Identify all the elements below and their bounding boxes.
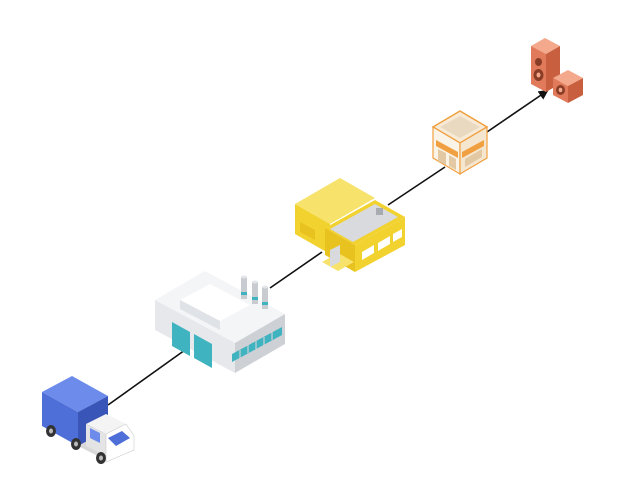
speakers-product-icon <box>531 38 583 103</box>
connector-lines <box>107 89 549 406</box>
edge-warehouse-store <box>387 166 446 206</box>
edge-factory-warehouse <box>269 251 323 289</box>
edge-truck-factory <box>107 349 186 406</box>
factory-icon <box>155 271 285 373</box>
edge-store-speakers <box>486 89 549 133</box>
delivery-truck-icon <box>42 376 135 464</box>
chimney-group <box>241 275 268 309</box>
warehouse-icon <box>295 178 405 272</box>
retail-store-icon <box>431 110 489 176</box>
